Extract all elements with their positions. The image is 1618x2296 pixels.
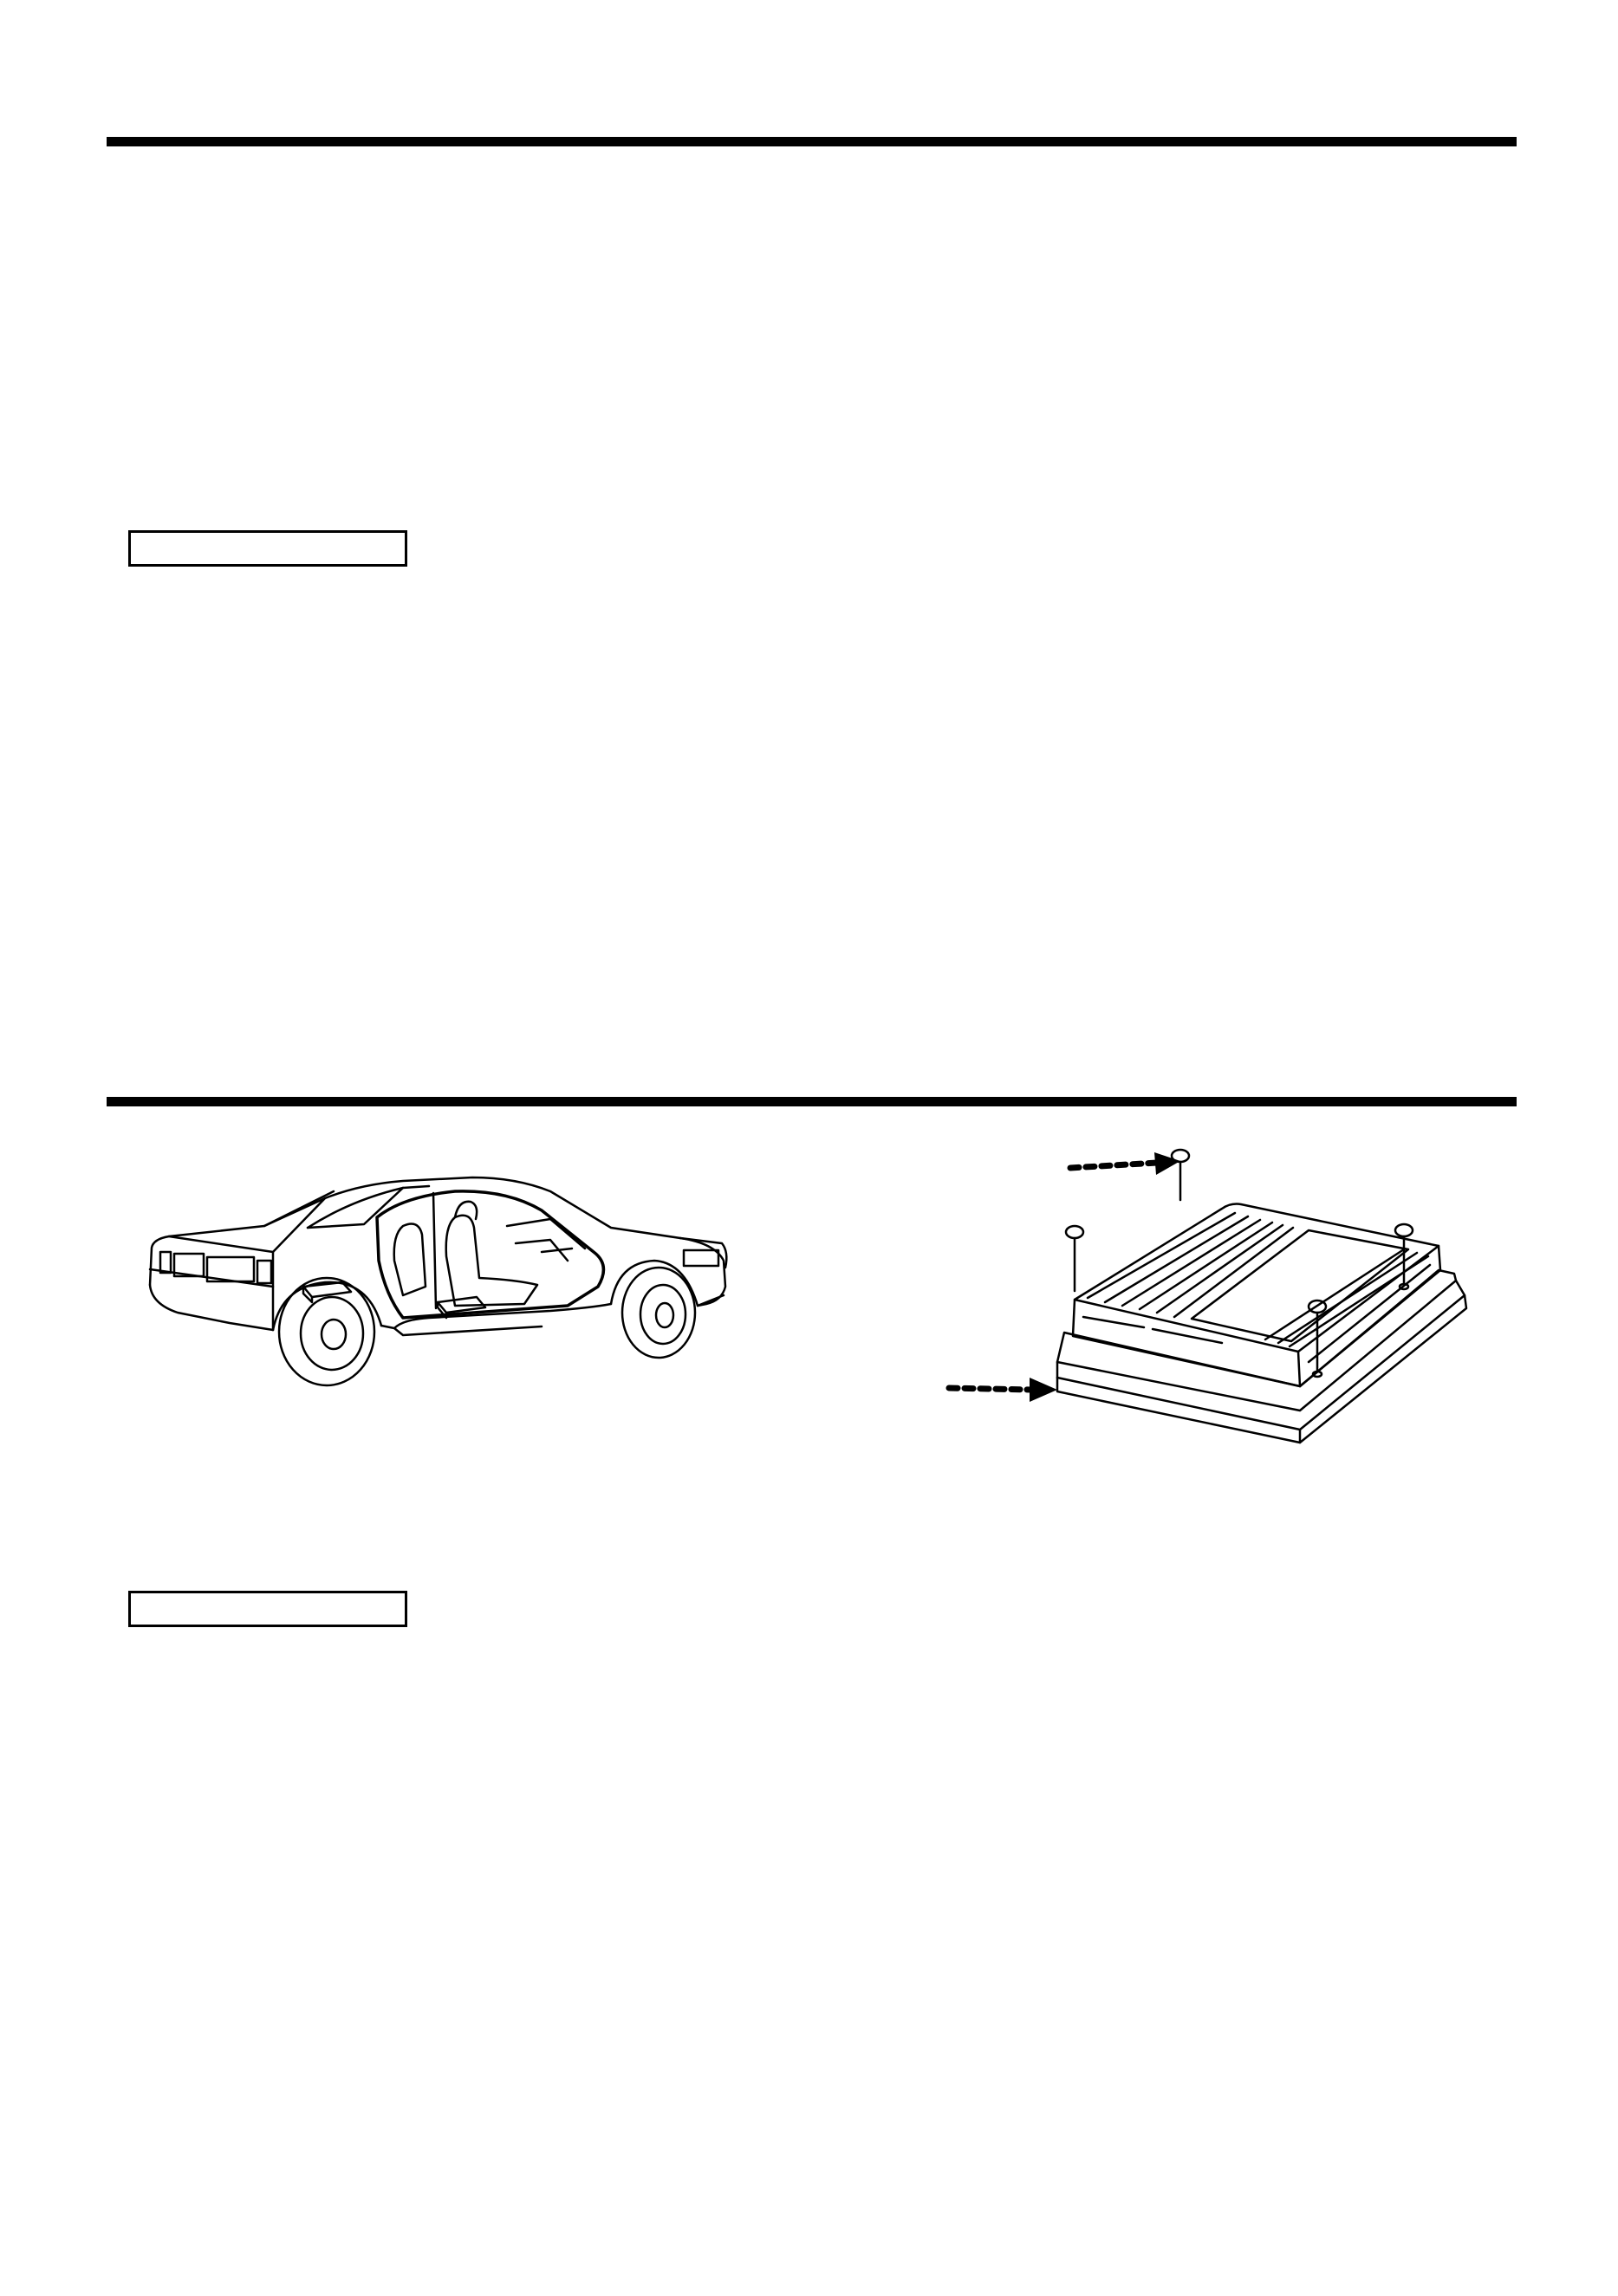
screw-3 [1394,1223,1414,1291]
section-label-box-2 [128,1591,407,1627]
middle-section-rule [107,1097,1517,1106]
screw-1 [1170,1148,1191,1202]
car-cutaway-icon [143,1165,741,1399]
top-section-rule [107,137,1517,146]
screw-4 [1307,1299,1328,1378]
section-label-box-1 [128,530,407,567]
screw-2 [1064,1224,1085,1293]
amplifier-mounting-icon [936,1135,1473,1456]
